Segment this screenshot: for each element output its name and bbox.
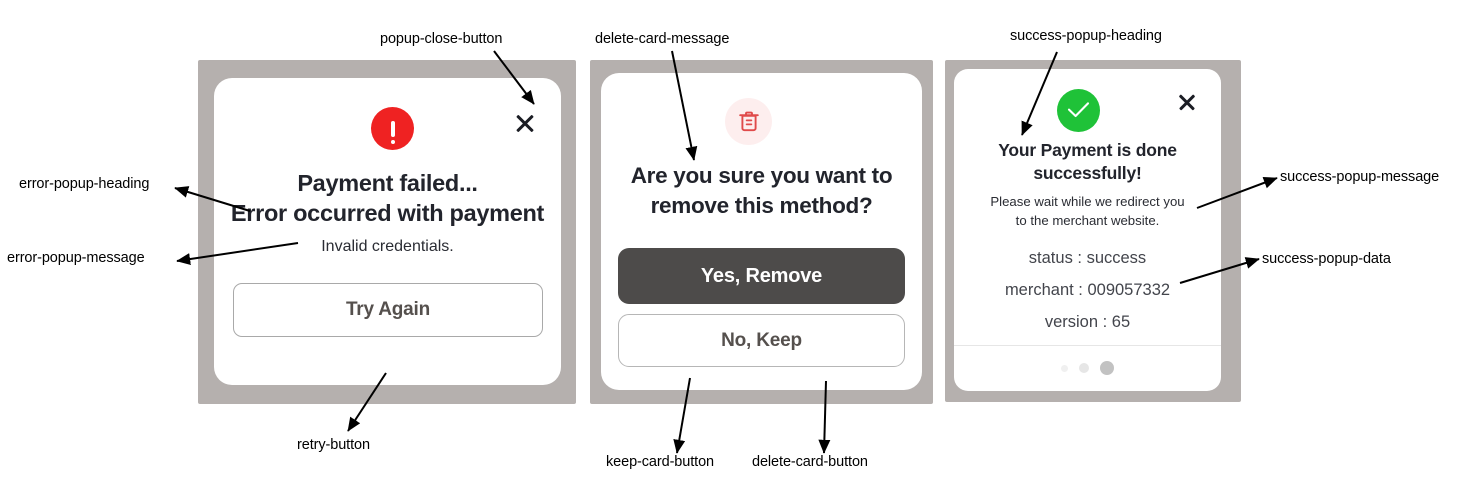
error-popup-message: Invalid credentials.: [321, 238, 454, 255]
loading-dot-3: [1100, 361, 1114, 375]
loading-dot-2: [1079, 363, 1089, 373]
annotation-label-delete-card-message: delete-card-message: [595, 31, 730, 47]
loading-dots-indicator: [954, 355, 1221, 381]
annotation-label-keep-card-button: keep-card-button: [606, 454, 715, 470]
annotation-label-error-popup-message: error-popup-message: [7, 250, 145, 266]
success-data-version: version : 65: [1044, 313, 1131, 332]
error-exclamation-icon: [371, 107, 414, 150]
annotation-label-popup-close-button: popup-close-button: [380, 31, 503, 47]
keep-card-button[interactable]: No, Keep: [618, 314, 905, 367]
annotation-label-success-popup-data: success-popup-data: [1262, 251, 1391, 267]
success-popup-heading-line-1: Your Payment is done: [998, 140, 1177, 160]
success-popup-data: status : success merchant : 009057332 ve…: [962, 242, 1213, 339]
delete-card-message-line-1: Are you sure you want to: [630, 163, 893, 188]
success-data-status: status : success: [1028, 249, 1147, 267]
delete-card-button[interactable]: Yes, Remove: [618, 248, 905, 304]
retry-button[interactable]: Try Again: [233, 283, 543, 337]
popup-close-button[interactable]: [512, 110, 538, 136]
trash-icon: [725, 98, 772, 145]
delete-popup-card: Are you sure you want to remove this met…: [601, 73, 922, 390]
success-popup-message-line-2: to the merchant website.: [1015, 212, 1160, 228]
success-popup-card: Your Payment is done successfully! Pleas…: [954, 69, 1221, 391]
error-popup-card: Payment failed... Error occurred with pa…: [214, 78, 561, 385]
success-popup-message: Please wait while we redirect you to the…: [964, 193, 1211, 230]
success-popup-heading-line-2: successfully!: [1033, 162, 1142, 183]
delete-card-message: Are you sure you want to remove this met…: [609, 161, 914, 220]
delete-card-message-line-2: remove this method?: [650, 192, 873, 218]
annotation-label-delete-card-button: delete-card-button: [752, 454, 868, 470]
error-popup-heading-line-1: Payment failed...: [297, 170, 478, 196]
check-circle-icon: [1057, 89, 1100, 132]
loading-dot-1: [1061, 364, 1068, 372]
success-popup-message-line-1: Please wait while we redirect you: [990, 194, 1185, 209]
annotation-label-success-popup-message: success-popup-message: [1280, 169, 1440, 185]
popup-close-button[interactable]: [1176, 91, 1198, 113]
annotation-label-error-popup-heading: error-popup-heading: [19, 176, 150, 192]
annotation-label-retry-button: retry-button: [297, 437, 370, 453]
error-popup-heading-line-2: Error occurred with payment: [230, 200, 545, 227]
success-data-merchant: merchant : 009057332: [1004, 281, 1171, 300]
success-popup-heading: Your Payment is done successfully!: [962, 139, 1213, 185]
annotation-label-success-popup-heading: success-popup-heading: [1010, 28, 1162, 44]
success-popup-divider: [954, 345, 1221, 346]
error-popup-heading: Payment failed... Error occurred with pa…: [214, 168, 561, 228]
